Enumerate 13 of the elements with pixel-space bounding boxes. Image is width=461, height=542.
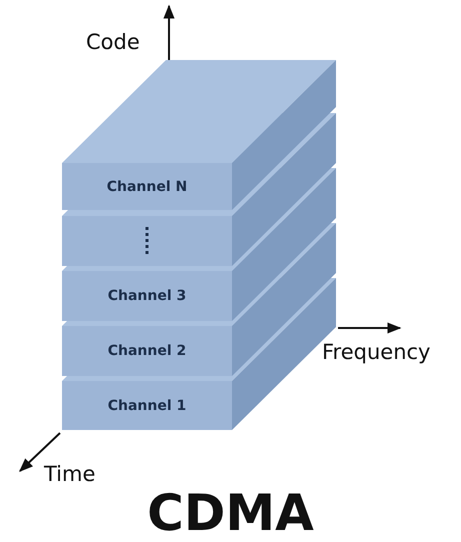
axis-label: Code [86, 30, 140, 54]
channel-slab [62, 163, 232, 210]
channel-label: Channel 1 [108, 398, 186, 414]
axis-label: Time [44, 462, 96, 486]
channel-label: Channel 2 [108, 343, 186, 359]
channel-label: Channel 3 [108, 288, 186, 304]
axis-label: Frequency [322, 340, 430, 364]
title: CDMA [147, 484, 314, 542]
channel-slab [62, 271, 232, 321]
channel-slab [62, 216, 232, 266]
channel-label: Channel N [106, 178, 188, 194]
channel-slab [62, 326, 232, 376]
channel-slab [62, 381, 232, 430]
